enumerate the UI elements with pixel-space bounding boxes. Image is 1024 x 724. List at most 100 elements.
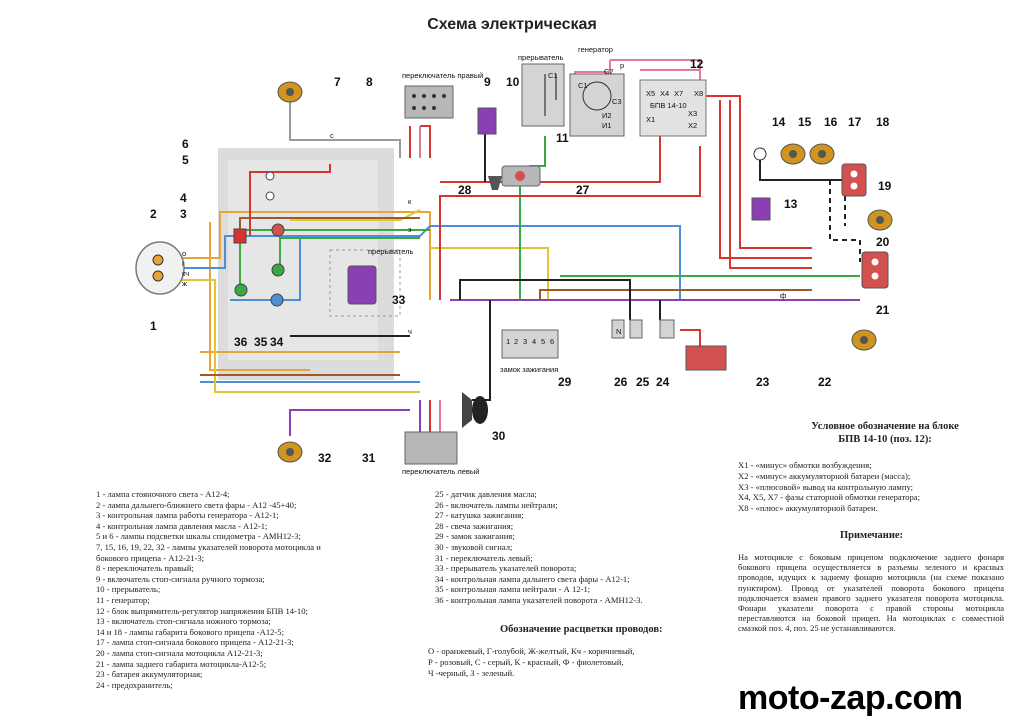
turn-lamp-16 — [809, 143, 835, 165]
wire-black-3 — [472, 300, 491, 401]
num-7: 7 — [334, 75, 341, 89]
wire-colors-line: Р - розовый, С - серый, К - красный, Ф -… — [428, 657, 624, 667]
battery — [685, 345, 727, 371]
wire-brown-3 — [539, 289, 812, 300]
turn-interrupter — [347, 265, 377, 305]
gen-i2: И2 — [602, 111, 612, 120]
wl-s: с — [330, 131, 334, 140]
terminal-labels: C1 C2 C3 И2 И1 X5 X4 X7 X1 X3 X2 X8 C1 1… — [506, 67, 703, 346]
legend-item: 29 - замок зажигания; — [435, 531, 515, 542]
legend-item: 17 - лампа стоп-сигнала бокового прицепа… — [96, 637, 294, 648]
wire-grey-top — [289, 120, 401, 158]
wire-red-2 — [420, 125, 431, 158]
num-13: 13 — [784, 197, 798, 211]
interrupter-c1: C1 — [548, 71, 558, 80]
num-1: 1 — [150, 319, 157, 333]
bpv-x7: X7 — [674, 89, 683, 98]
legend-item: 4 - контрольная лампа давления масла - А… — [96, 520, 268, 531]
wire-red-7 — [439, 146, 701, 300]
num-31: 31 — [362, 451, 376, 465]
wire-yellow-3 — [430, 247, 549, 300]
legend-item: 35 - контрольная лампа нейтрали - А 12-1… — [435, 584, 591, 595]
wl-g: г — [182, 259, 185, 268]
turn-interrupter-frame — [329, 249, 401, 317]
wl-z: з — [408, 225, 412, 234]
legend-item: 1 - лампа стояночного света - А12-4; — [96, 489, 230, 499]
num-3: 3 — [180, 207, 187, 221]
neutral-n: N — [616, 327, 621, 336]
lock-2: 2 — [514, 337, 518, 346]
lock-1: 1 — [506, 337, 510, 346]
legend-left: 1 - лампа стояночного света - А12-4; 2 -… — [96, 489, 396, 690]
turn-indicator-lamp — [234, 283, 248, 297]
num-16: 16 — [824, 115, 838, 129]
wires — [180, 59, 861, 440]
legend-item: 34 - контрольная лампа дальнего света фа… — [435, 573, 630, 584]
neutral-lamp — [271, 263, 285, 277]
wl-f: ф — [780, 291, 786, 300]
generator-lamp — [233, 228, 247, 244]
legend-item: 33 - прерыватель указателей поворота; — [435, 563, 577, 574]
speedo-lamp-6 — [265, 171, 275, 181]
legend-item: 31 - переключатель левый; — [435, 552, 533, 563]
bpv-legend-item: Х3 - «плюсовой» вывод на контрольную лам… — [738, 481, 914, 492]
legend-item: 14 и 18 - лампы габарита бокового прицеп… — [96, 626, 284, 637]
wl-zh: ж — [182, 279, 187, 288]
wire-red-3 — [440, 129, 700, 183]
wire-black-1 — [459, 279, 631, 320]
bpv-x1: X1 — [646, 115, 655, 124]
ignition-lock — [501, 329, 559, 359]
lock-4: 4 — [532, 337, 536, 346]
legend-item: 10 - прерыватель; — [96, 584, 161, 595]
legend-item: 27 - катушка зажигания; — [435, 510, 524, 521]
high-beam-lamp — [270, 293, 284, 307]
gen-c1: C1 — [578, 81, 588, 90]
num-5: 5 — [182, 153, 189, 167]
wire-blue-1 — [180, 225, 681, 300]
legend-item: 8 - переключатель правый; — [96, 563, 194, 574]
spark-plug — [488, 176, 502, 190]
caption-interrupter-mid: прерыватель — [368, 247, 414, 256]
num-10: 10 — [506, 75, 520, 89]
wire-yellow-1 — [180, 279, 420, 393]
num-26: 26 — [614, 375, 628, 389]
num-21: 21 — [876, 303, 890, 317]
wire-blue-2 — [230, 238, 301, 301]
bpv-x2: X2 — [688, 121, 697, 130]
speedo-lamp-5 — [265, 191, 275, 201]
foot-brake-switch — [751, 197, 771, 221]
turn-lamp-19 — [867, 209, 893, 231]
lock-3: 3 — [523, 337, 527, 346]
note-text: На мотоцикле с боковым прицепом подключе… — [738, 552, 1004, 634]
bpv-legend-item: Х4, Х5, Х7 - фазы статорной обмотки гене… — [738, 492, 920, 503]
num-24: 24 — [656, 375, 670, 389]
bpv-legend-item: Х8 - «плюс» аккумуляторной батареи. — [738, 503, 878, 514]
num-2: 2 — [150, 207, 157, 221]
wl-kch: кч — [182, 269, 189, 278]
note-title: Примечание: — [840, 530, 904, 541]
num-15: 15 — [798, 115, 812, 129]
wl-o: о — [182, 249, 186, 258]
dashboard-panel-inner — [228, 160, 378, 360]
interrupter — [521, 63, 565, 127]
bpv-title-line: Условное обозначение на блоке — [811, 421, 959, 432]
wire-green-2 — [519, 136, 546, 300]
legend-item: 26 - включатель лампы нейтрали; — [435, 499, 558, 510]
component-captions: переключатель правый переключатель левый… — [368, 45, 687, 476]
num-27: 27 — [576, 183, 590, 197]
side-lamp-14 — [753, 147, 767, 161]
num-11: 11 — [556, 131, 569, 145]
legend-item: 13 - включатель стоп-сигнала ножного тор… — [96, 616, 271, 627]
legend-item: 12 - блок выпрямитель-регулятор напряжен… — [96, 605, 308, 616]
num-28: 28 — [458, 183, 472, 197]
num-19: 19 — [878, 179, 892, 193]
trailer-tail-light — [841, 163, 867, 197]
wl-k: к — [408, 197, 412, 206]
hand-brake-switch — [477, 107, 497, 135]
generator — [569, 73, 625, 137]
num-9: 9 — [484, 75, 491, 89]
caption-interrupter: прерыватель — [518, 53, 564, 62]
num-22: 22 — [818, 375, 832, 389]
lock-5: 5 — [541, 337, 545, 346]
wl-p: р — [620, 61, 624, 70]
